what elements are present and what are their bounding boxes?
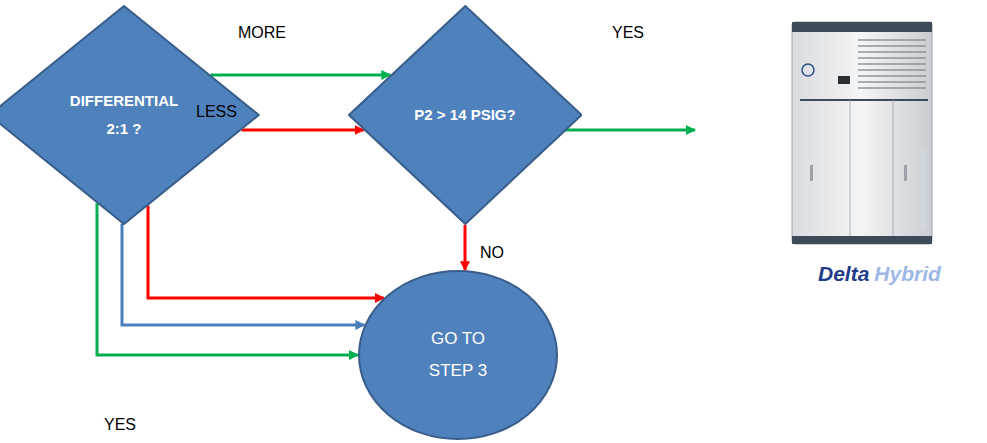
product-name: Hybrid	[874, 262, 941, 286]
node-text: GO TO STEP 3	[418, 323, 498, 388]
machine-picture	[792, 22, 932, 244]
outgoing-arrow	[565, 129, 695, 132]
decision-diamond: P2 > 14 PSIG?	[348, 5, 583, 225]
branch-label: MORE	[238, 24, 286, 42]
branch-label: YES	[612, 24, 644, 42]
product-name: Delta	[818, 262, 869, 286]
node-text: P2 > 14 PSIG?	[414, 101, 515, 130]
step-circle: GO TO STEP 3	[358, 270, 558, 440]
flow-arrow	[242, 129, 364, 132]
flow-arrow	[464, 225, 467, 270]
flow-arrow	[97, 203, 358, 355]
flow-arrow	[148, 206, 384, 298]
node-text: DIFFERENTIAL 2:1 ?	[64, 87, 184, 144]
branch-label: YES	[104, 416, 136, 434]
flow-arrow	[211, 74, 391, 77]
branch-label: NO	[480, 244, 504, 262]
ellipse-outline	[358, 270, 558, 440]
flow-arrow	[122, 223, 364, 325]
branch-label: LESS	[196, 103, 237, 121]
